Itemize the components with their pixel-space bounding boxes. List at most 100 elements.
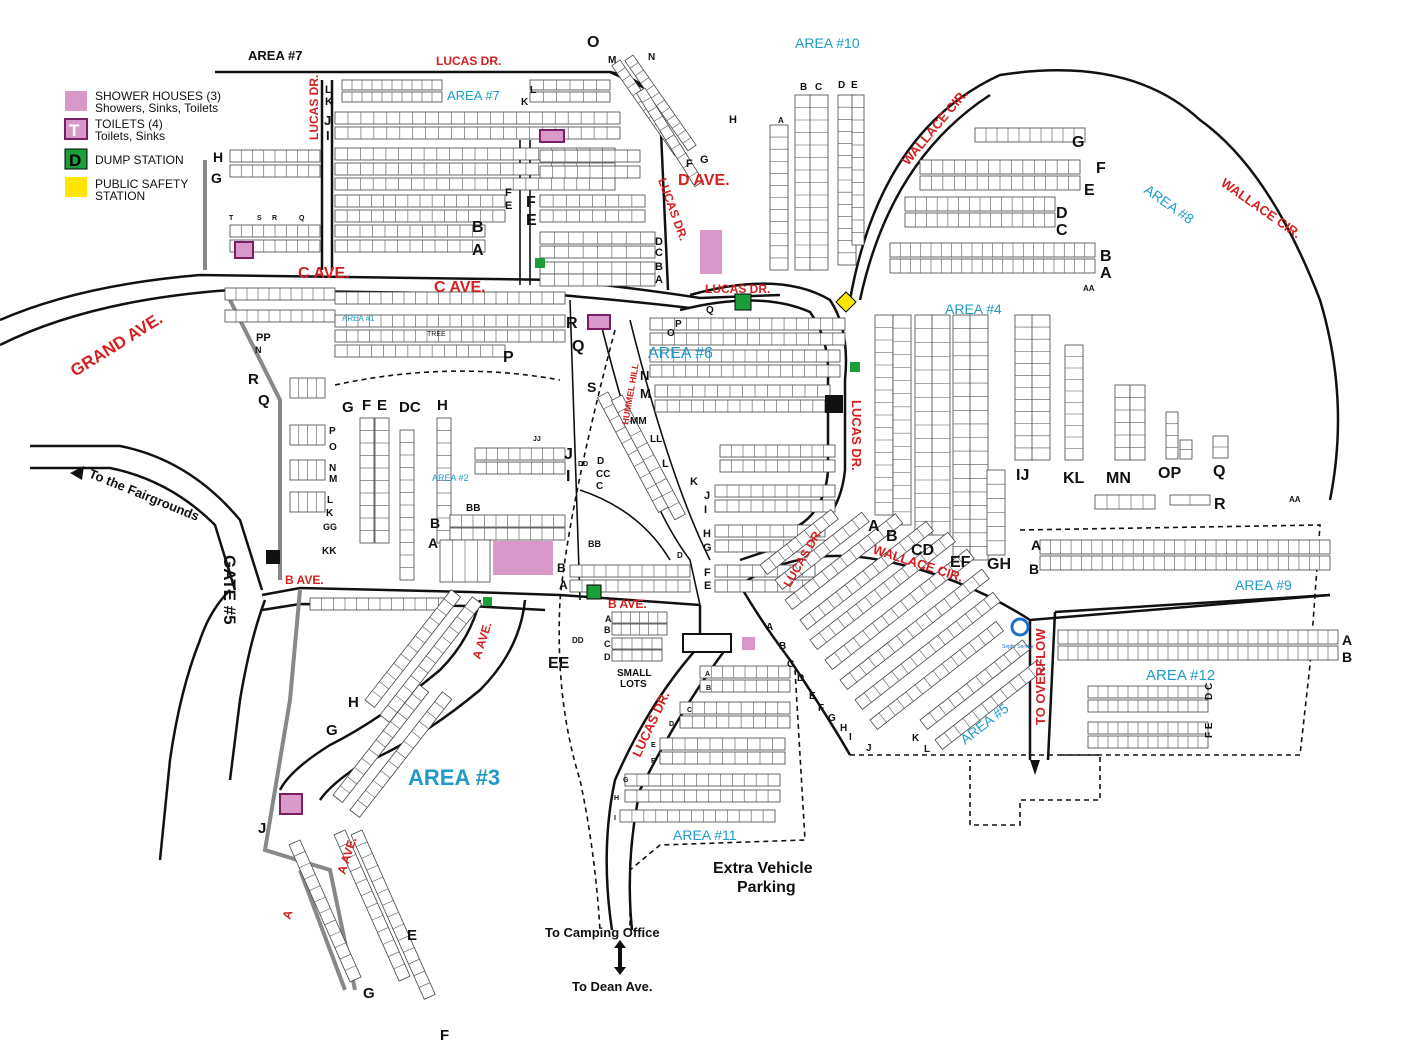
campsite-divider xyxy=(408,958,420,965)
street-lucas-mid: LUCAS DR. xyxy=(705,282,770,296)
road-wallace-circle xyxy=(848,69,1340,501)
row-label: G xyxy=(211,170,222,186)
campsite-row xyxy=(874,314,894,516)
road-gate-inner xyxy=(228,599,267,781)
campsite-divider xyxy=(882,678,891,689)
campsite-row xyxy=(919,159,1081,175)
campsite-row xyxy=(334,314,566,328)
campsite-divider xyxy=(862,570,871,581)
row-label: A xyxy=(655,274,663,286)
street-a-ave-1: A AVE. xyxy=(470,620,495,661)
campsite-divider xyxy=(677,153,686,159)
campsite-divider xyxy=(422,626,433,635)
campsite-row-outline xyxy=(809,531,956,651)
campsite-divider xyxy=(916,528,925,539)
campsite-divider xyxy=(777,550,786,561)
row-label: L xyxy=(530,85,536,96)
campsite-row xyxy=(699,665,791,679)
row-label: G xyxy=(623,777,629,784)
campsite-divider xyxy=(629,62,639,69)
campsite-divider xyxy=(968,642,977,653)
row-label: J xyxy=(258,820,266,837)
row-label: L xyxy=(662,458,669,470)
dash-area11 xyxy=(629,669,806,930)
campsite-row xyxy=(374,417,390,544)
campsite-divider xyxy=(957,556,966,567)
campsite-divider xyxy=(858,665,867,675)
campsite-divider xyxy=(803,557,812,568)
campsite-row xyxy=(289,377,326,399)
row-label: A xyxy=(1031,537,1041,553)
campsite-divider xyxy=(397,712,408,720)
campsite-divider xyxy=(901,567,910,578)
street-grand-ave: GRAND AVE. xyxy=(67,309,166,381)
campsite-divider xyxy=(413,970,425,977)
campsite-divider xyxy=(849,549,857,560)
campsite-divider xyxy=(361,853,373,859)
row-label: B xyxy=(706,685,711,692)
campsite-row xyxy=(904,212,1056,228)
campsite-divider xyxy=(361,757,372,766)
campsite-divider xyxy=(920,553,928,564)
campsite-divider xyxy=(397,935,410,941)
campsite-divider xyxy=(350,866,362,872)
area-10-label: AREA #10 xyxy=(795,35,860,51)
campsite-divider xyxy=(299,862,311,868)
campsite-row xyxy=(1087,721,1209,735)
row-label: BB xyxy=(588,539,601,549)
campsite-divider xyxy=(304,873,316,880)
campsite-divider xyxy=(655,478,667,485)
campsite-divider xyxy=(344,854,356,860)
campsite-divider xyxy=(371,876,384,883)
campsite-row xyxy=(334,329,566,343)
campsite-divider xyxy=(864,596,873,607)
area-7-top-label: AREA #7 xyxy=(248,48,302,63)
campsite-row xyxy=(1064,344,1084,461)
campsite-row-diagonal xyxy=(809,531,956,651)
campsite-divider xyxy=(646,483,657,490)
campsite-row xyxy=(529,79,611,91)
row-label: N xyxy=(329,463,336,474)
campsite-divider xyxy=(965,613,973,624)
campsite-divider xyxy=(812,578,821,589)
campsite-row xyxy=(611,611,668,624)
street-b-ave-1: B AVE. xyxy=(285,573,324,587)
row-label: D xyxy=(604,652,611,662)
row-label: F xyxy=(505,187,512,199)
campsite-divider xyxy=(636,442,648,449)
row-label: DD xyxy=(572,636,584,645)
campsite-divider xyxy=(659,125,669,131)
campsite-row xyxy=(341,91,443,103)
campsite-row xyxy=(1087,685,1209,699)
campsite-divider xyxy=(929,712,937,723)
row-label: B xyxy=(1029,561,1039,577)
campsite-row xyxy=(1114,384,1131,461)
campsite-row xyxy=(539,194,646,208)
campsite-divider xyxy=(682,162,692,169)
campsite-divider xyxy=(395,695,406,703)
campsite-divider xyxy=(983,599,992,610)
gray-walkways xyxy=(203,160,357,991)
campsite-row xyxy=(1031,314,1051,461)
campsite-divider xyxy=(419,721,429,729)
row-label: H xyxy=(840,723,847,734)
campsite-divider xyxy=(959,649,968,660)
campsite-row xyxy=(851,94,865,246)
campsite-divider xyxy=(934,605,943,616)
building-gate xyxy=(266,550,280,564)
campsite-divider xyxy=(923,677,932,688)
row-label: GG xyxy=(323,522,337,532)
row-label: A xyxy=(428,535,438,551)
campsite-divider xyxy=(803,585,812,596)
campsite-row xyxy=(611,637,663,650)
campsite-divider xyxy=(418,982,431,988)
campsite-row-diagonal xyxy=(759,509,839,576)
row-label: R xyxy=(272,215,277,222)
row-label: M xyxy=(640,386,651,401)
legend-dump-title: DUMP STATION xyxy=(95,153,184,167)
campsite-row xyxy=(649,364,841,378)
row-label: C xyxy=(687,707,692,714)
campsite-divider xyxy=(863,692,872,703)
row-label: B xyxy=(430,515,440,531)
campsite-divider xyxy=(822,542,831,553)
